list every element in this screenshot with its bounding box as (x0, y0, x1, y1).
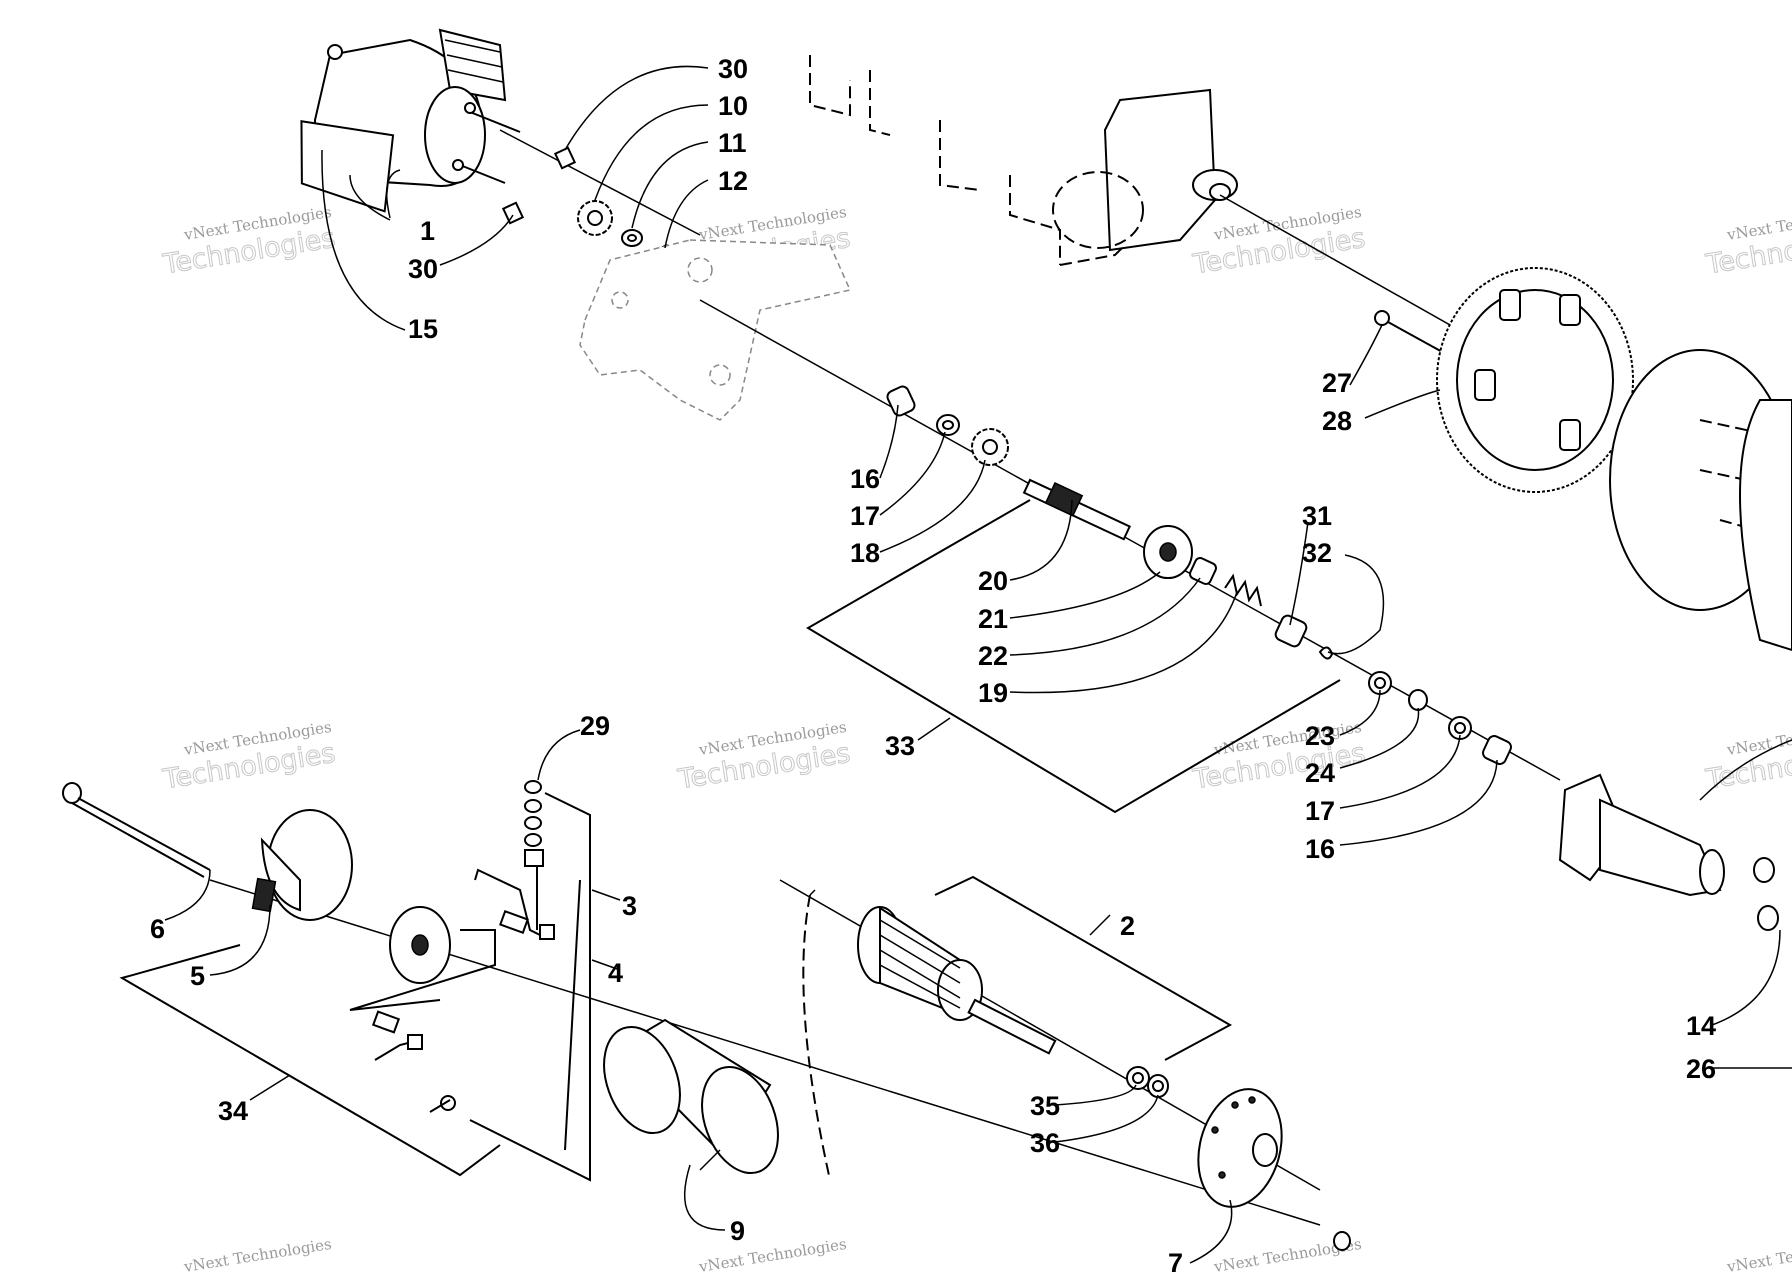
watermark: vNext Technologies (1725, 1235, 1792, 1276)
assembly-bracket-33 (806, 499, 1341, 814)
washer-23 (1368, 671, 1392, 695)
main-axis-line (699, 299, 1561, 781)
brush-bracket-line (349, 929, 496, 1011)
watermark: vNext Technologies Technologies (1190, 203, 1368, 281)
washer-35 (1126, 1066, 1150, 1090)
bushing-16-upper (886, 385, 916, 417)
callout-16-upper: 16 (850, 464, 880, 494)
callout-9: 9 (730, 1216, 745, 1246)
starter-motor (300, 28, 521, 213)
watermark: vNext Technologies Technologies (1190, 718, 1368, 796)
bushing-16-lower (1482, 735, 1512, 765)
spring-19 (1224, 573, 1262, 607)
clip-24 (1408, 689, 1428, 711)
axis-line (499, 129, 701, 236)
washer-11 (621, 229, 643, 247)
brush-lead-lower (371, 1010, 456, 1113)
watermark: vNext Technologies Technologies (160, 718, 338, 796)
callout-34: 34 (218, 1096, 248, 1126)
wire-dashed (802, 894, 831, 1181)
housing-right (1609, 349, 1792, 652)
callout-7: 7 (1168, 1248, 1183, 1278)
drive-gear-21 (1143, 525, 1193, 579)
end-housing-right (1558, 739, 1792, 931)
callout-1: 1 (420, 216, 435, 246)
bracket-3-4 (469, 792, 591, 1182)
bushing-30-upper (553, 146, 577, 170)
wire-end (809, 889, 816, 896)
callout-4: 4 (608, 958, 623, 988)
callout-12: 12 (718, 166, 748, 196)
callout-17-lower: 17 (1305, 796, 1335, 826)
collar-31 (1274, 614, 1308, 648)
armature-2 (857, 875, 1233, 1061)
callout-30-upper: 30 (718, 54, 748, 84)
engine-block-outline (809, 55, 1238, 266)
pinion-gear-10 (577, 200, 613, 236)
callout-31: 31 (1302, 501, 1332, 531)
nut (1333, 1231, 1351, 1251)
watermark: vNext Technologies Technologies (675, 718, 853, 796)
callout-14: 14 (1686, 1011, 1716, 1041)
washer-17-upper (936, 414, 960, 436)
watermark: vNext Technologies Technologies (1703, 718, 1792, 796)
callout-2: 2 (1120, 911, 1135, 941)
ring-gear-28 (1436, 267, 1634, 493)
brush-lead-upper (474, 868, 555, 940)
callout-26: 26 (1686, 1054, 1716, 1084)
callout-15: 15 (408, 314, 438, 344)
lower-axis-line (209, 879, 1321, 1226)
drive-shaft-20 (1022, 478, 1132, 541)
bracket-inner-line (564, 879, 581, 1151)
watermark: vNext Technologies Technologies (1703, 203, 1792, 281)
callout-17-upper: 17 (850, 501, 880, 531)
callout-18: 18 (850, 538, 880, 568)
callout-22: 22 (978, 641, 1008, 671)
callout-10: 10 (718, 91, 748, 121)
callout-23: 23 (1305, 721, 1335, 751)
callout-35: 35 (1030, 1091, 1060, 1121)
callout-11: 11 (718, 128, 747, 158)
washer-36 (1147, 1074, 1169, 1098)
callout-labels: 30 10 11 12 1 30 15 27 28 16 17 18 31 32… (150, 54, 1716, 1278)
callout-3: 3 (622, 891, 637, 921)
end-cap-5 (251, 809, 353, 921)
watermark: vNext Technologies Technologies (160, 203, 338, 281)
callout-32: 32 (1302, 538, 1332, 568)
callout-27: 27 (1322, 368, 1352, 398)
mounting-bracket (579, 239, 852, 421)
terminal-stack-29 (524, 780, 544, 930)
leader-lines (164, 65, 1792, 1264)
brush-holder (389, 906, 451, 984)
callout-6: 6 (150, 914, 165, 944)
callout-20: 20 (978, 566, 1008, 596)
bushing-30-lower (501, 201, 525, 225)
callout-16-lower: 16 (1305, 834, 1335, 864)
clip-32 (1318, 646, 1334, 660)
watermark-line1: vNext Technologies (1725, 1235, 1792, 1276)
watermark: vNext Technologies (182, 1235, 333, 1276)
end-plate-7 (1197, 1088, 1283, 1208)
callout-19: 19 (978, 678, 1008, 708)
callout-30-lower: 30 (408, 254, 438, 284)
watermark: vNext Technologies (697, 1235, 848, 1276)
washer-17-lower (1448, 716, 1472, 740)
watermark-line1: vNext Technologies (697, 1235, 848, 1276)
callout-33: 33 (885, 731, 915, 761)
through-bolt-6 (62, 782, 211, 878)
callout-36: 36 (1030, 1128, 1060, 1158)
callout-21: 21 (978, 604, 1008, 634)
callout-5: 5 (190, 961, 205, 991)
collar-22 (1189, 557, 1217, 585)
callout-28: 28 (1322, 406, 1352, 436)
callout-29: 29 (580, 711, 610, 741)
callout-24: 24 (1305, 758, 1335, 788)
gear-18 (971, 428, 1009, 466)
assembly-bracket-34 (119, 944, 501, 1177)
watermark-line1: vNext Technologies (182, 1235, 333, 1276)
field-housing-9 (603, 1018, 779, 1175)
